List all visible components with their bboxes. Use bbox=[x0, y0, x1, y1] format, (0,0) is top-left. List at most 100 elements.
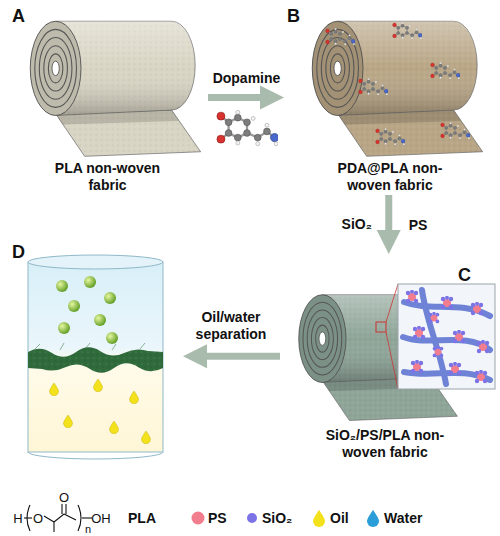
separation-column-part-part bbox=[50, 383, 59, 396]
legend-drop bbox=[367, 510, 379, 527]
panel-letter: C bbox=[458, 265, 471, 285]
process-arrow bbox=[208, 94, 262, 101]
pla-structure-formula-part bbox=[78, 505, 81, 531]
legend-dot bbox=[247, 513, 257, 523]
fabric-roll-b-part bbox=[393, 22, 423, 39]
separation-column-part bbox=[50, 379, 151, 444]
coating-inset-part bbox=[449, 362, 461, 375]
fabric-roll-c-part bbox=[376, 322, 386, 332]
coating-inset-part bbox=[475, 370, 487, 383]
legend-dot bbox=[192, 512, 205, 525]
legend-label: PLA bbox=[128, 509, 156, 527]
coating-inset-part bbox=[477, 340, 489, 353]
separation-column-part bbox=[28, 262, 163, 452]
fabric-roll-b-part bbox=[326, 28, 356, 45]
separation-column-part-part bbox=[130, 391, 139, 404]
pla-structure-formula-part bbox=[82, 517, 92, 518]
figure-panel: C SiO₂/PS/PLA non-woven fabric bbox=[280, 255, 495, 465]
legend-swatch bbox=[190, 509, 206, 527]
atom-symbol: O bbox=[33, 511, 43, 526]
arrow-label: Dopamine bbox=[197, 70, 297, 87]
dopamine-molecule bbox=[217, 110, 279, 145]
figure-panel: B PDA@PLA non-woven fabric bbox=[285, 0, 495, 195]
separation-column-part-part bbox=[112, 344, 116, 350]
coating-inset-part bbox=[453, 330, 465, 343]
fabric-roll-b-part bbox=[312, 21, 482, 156]
separation-column-part bbox=[28, 347, 163, 373]
fabric-roll-a-part bbox=[30, 21, 200, 156]
legend-swatch bbox=[244, 509, 260, 527]
separation-column-part-part bbox=[64, 415, 73, 428]
separation-column-part-part bbox=[110, 421, 119, 434]
fabric-roll-b-part bbox=[376, 128, 406, 145]
legend-swatch bbox=[365, 509, 381, 527]
legend-swatch bbox=[311, 509, 327, 527]
separation-column-part-part bbox=[142, 431, 151, 444]
separation-column-part-part bbox=[94, 314, 106, 326]
separation-column-part-part bbox=[104, 292, 116, 304]
legend-label: Oil bbox=[330, 509, 349, 527]
pla-structure-formula bbox=[24, 504, 92, 532]
legend-label: PS bbox=[208, 509, 227, 527]
fabric-roll-c-part bbox=[386, 284, 398, 322]
separation-column bbox=[28, 255, 163, 459]
coating-inset-part bbox=[398, 284, 495, 389]
fabric-roll-b-part bbox=[441, 122, 471, 139]
fabric-roll-a bbox=[30, 21, 200, 156]
figure-panel: D bbox=[12, 240, 182, 465]
separation-column-part-part bbox=[140, 343, 145, 349]
fabric-roll-b bbox=[312, 21, 482, 156]
coating-inset-part bbox=[406, 290, 418, 303]
atom-symbol: H bbox=[13, 511, 22, 526]
dopamine-molecule-part bbox=[217, 110, 279, 145]
separation-column-part bbox=[28, 347, 163, 373]
panel-caption: SiO₂/PS/PLA non-woven fabric bbox=[315, 427, 455, 461]
separation-column-part-part bbox=[106, 332, 118, 344]
legend-drop bbox=[313, 510, 325, 527]
separation-column-part-part bbox=[85, 343, 90, 349]
legend-label: SiO₂ bbox=[262, 509, 292, 527]
coating-inset-part bbox=[471, 302, 483, 315]
pla-structure-formula-part bbox=[53, 522, 54, 532]
coating-inset-part bbox=[441, 296, 453, 309]
pla-structure-formula-part bbox=[64, 514, 76, 520]
process-arrow bbox=[205, 353, 280, 360]
separation-column-part-part bbox=[68, 300, 80, 312]
coating-inset-part bbox=[411, 360, 423, 373]
coating-inset-part-part bbox=[422, 290, 446, 384]
panel-caption: PLA non-woven fabric bbox=[45, 160, 170, 194]
fabric-roll-c-part bbox=[386, 332, 398, 389]
atom-symbol: O bbox=[59, 490, 69, 505]
reagent-label: PS bbox=[409, 217, 428, 233]
fabric-roll-b-part bbox=[431, 62, 461, 79]
separation-column-part bbox=[35, 343, 145, 350]
pla-structure-formula-part bbox=[61, 504, 62, 514]
panel-letter: A bbox=[12, 6, 25, 26]
coating-inset-part bbox=[433, 346, 444, 357]
pla-structure-formula-part bbox=[44, 516, 54, 522]
separation-column-part-part bbox=[35, 344, 40, 349]
pla-structure-formula-part bbox=[24, 517, 32, 518]
separation-column-part-part bbox=[60, 343, 64, 350]
coating-inset bbox=[398, 284, 495, 389]
panel-letter: B bbox=[287, 6, 300, 26]
separation-column-part-part bbox=[58, 322, 70, 334]
pla-structure-formula-part bbox=[54, 514, 64, 522]
coating-inset-part bbox=[429, 312, 440, 323]
process-arrow bbox=[385, 195, 392, 232]
atom-symbol: OH bbox=[91, 511, 111, 526]
separation-column-part-part bbox=[56, 280, 68, 292]
separation-column-part bbox=[56, 276, 118, 344]
fabric-roll-b-part bbox=[359, 78, 389, 95]
separation-column-part bbox=[28, 452, 163, 459]
panel-caption: PDA@PLA non-woven fabric bbox=[325, 160, 455, 194]
pla-structure-formula-part bbox=[27, 505, 30, 531]
arrow-label: Oil/water separation bbox=[181, 309, 281, 343]
panel-letter: D bbox=[12, 242, 25, 262]
separation-column-part bbox=[28, 255, 163, 269]
separation-column-part-part bbox=[84, 276, 96, 288]
arrow-label: SiO₂ bbox=[332, 216, 382, 233]
repeat-subscript: n bbox=[85, 523, 91, 535]
coating-inset-part bbox=[403, 290, 490, 384]
